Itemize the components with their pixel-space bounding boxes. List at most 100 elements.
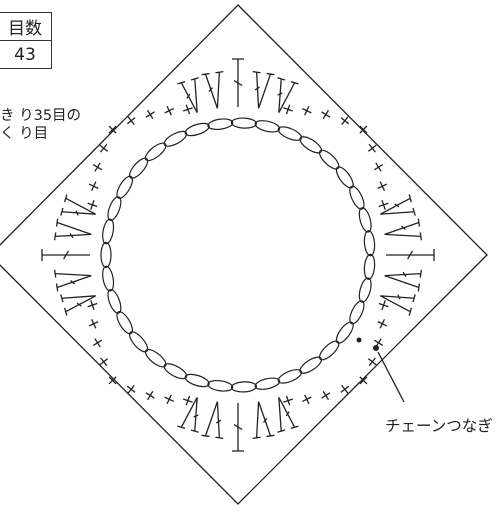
note-line-2: く り目: [0, 126, 49, 142]
chain-stitch: [254, 120, 281, 133]
single-crochet-mark: [164, 105, 174, 116]
chain-stitch: [358, 277, 372, 303]
chain-stitch: [254, 377, 281, 390]
single-crochet-mark: [377, 181, 388, 191]
v-stitch-mark: [60, 194, 97, 216]
join-dot: [373, 345, 379, 351]
v-stitch-mark: [384, 269, 423, 292]
chain-stitch: [107, 196, 122, 222]
single-crochet-mark: [359, 125, 368, 134]
chain-stitch: [358, 207, 372, 233]
v-stitch-mark: [53, 218, 92, 241]
single-crochet-mark: [340, 384, 350, 394]
single-crochet-mark: [145, 109, 155, 120]
treble-crochet-mark: [41, 249, 90, 261]
single-crochet-mark: [99, 357, 109, 367]
single-crochet-mark: [283, 395, 294, 406]
single-crochet-mark: [378, 199, 389, 210]
treble-crochet-mark: [232, 403, 244, 452]
chain-stitch: [102, 265, 115, 292]
single-crochet-mark: [92, 338, 103, 348]
chain-stitch: [363, 253, 376, 280]
chain-stitch: [144, 348, 167, 368]
single-crochet-mark: [283, 104, 294, 115]
table-header-cell: 目数: [0, 12, 52, 41]
single-crochet-mark: [359, 376, 368, 385]
single-crochet-mark: [378, 300, 389, 311]
v-stitch-mark: [252, 401, 275, 440]
single-crochet-mark: [340, 116, 350, 126]
treble-crochet-mark: [232, 58, 244, 107]
v-stitch-mark: [384, 218, 423, 241]
v-stitch-mark: [277, 77, 299, 114]
single-crochet-mark: [302, 394, 312, 405]
single-crochet-mark: [321, 390, 331, 401]
single-crochet-mark: [92, 162, 103, 172]
instruction-note: き り35目の く り目: [0, 107, 81, 143]
chain-stitch: [318, 149, 340, 170]
chain-stitch: [207, 118, 234, 131]
v-stitch-mark: [201, 70, 224, 109]
chain-stitch: [128, 331, 149, 353]
single-crochet-mark: [108, 376, 117, 385]
stitch-count-table: 目数 43: [0, 12, 52, 69]
single-crochet-mark: [145, 390, 155, 401]
chain-stitch: [116, 311, 134, 335]
v-stitch-mark: [201, 401, 224, 440]
chain-stitch: [144, 142, 167, 162]
v-stitch-mark: [379, 194, 416, 216]
chain-stitch: [277, 369, 303, 384]
chain-stitch: [363, 230, 376, 257]
single-crochet-mark: [88, 181, 99, 191]
stitch-marks: [41, 58, 435, 452]
chain-stitch: [349, 300, 365, 325]
chain-stitch: [230, 381, 257, 393]
chain-ring: [100, 117, 376, 393]
chain-stitch: [335, 321, 354, 344]
single-crochet-mark: [377, 319, 388, 329]
single-crochet-mark: [373, 162, 384, 172]
single-crochet-mark: [99, 143, 109, 153]
start-dot: [356, 337, 362, 343]
single-crochet-mark: [182, 104, 193, 115]
note-line-1: き り35目の: [0, 108, 82, 124]
single-crochet-mark: [87, 300, 98, 311]
chain-stitch: [349, 185, 365, 210]
chain-join-label: チェーンつなぎ: [385, 417, 493, 435]
chain-stitch: [163, 130, 188, 147]
table-value-cell: 43: [0, 40, 52, 69]
chain-stitch: [299, 356, 323, 374]
single-crochet-mark: [182, 395, 193, 406]
chain-stitch: [184, 373, 210, 388]
chain-stitch: [100, 241, 112, 269]
chain-stitch: [163, 363, 188, 380]
single-crochet-mark: [87, 199, 98, 210]
v-stitch-mark: [177, 77, 199, 114]
single-crochet-mark: [164, 394, 174, 405]
v-stitch-mark: [252, 70, 275, 109]
chain-stitch: [335, 166, 354, 189]
diamond-frame: [0, 4, 488, 505]
chain-stitch: [299, 136, 323, 154]
single-crochet-mark: [367, 143, 377, 153]
chain-stitch: [128, 157, 149, 179]
chain-stitch: [184, 122, 210, 137]
chain-stitch: [230, 117, 257, 129]
v-stitch-mark: [379, 294, 416, 316]
single-crochet-mark: [126, 116, 136, 126]
single-crochet-mark: [302, 105, 312, 116]
v-stitch-mark: [60, 294, 97, 316]
single-crochet-mark: [108, 125, 117, 134]
chain-stitch: [277, 126, 303, 141]
chain-stitch: [107, 288, 122, 314]
chain-stitch: [318, 340, 340, 361]
chain-stitch: [102, 218, 115, 245]
single-crochet-mark: [367, 357, 377, 367]
v-stitch-mark: [53, 269, 92, 292]
v-stitch-mark: [177, 396, 199, 433]
v-stitch-mark: [277, 396, 299, 433]
treble-crochet-mark: [386, 249, 435, 261]
chain-stitch: [207, 379, 234, 392]
